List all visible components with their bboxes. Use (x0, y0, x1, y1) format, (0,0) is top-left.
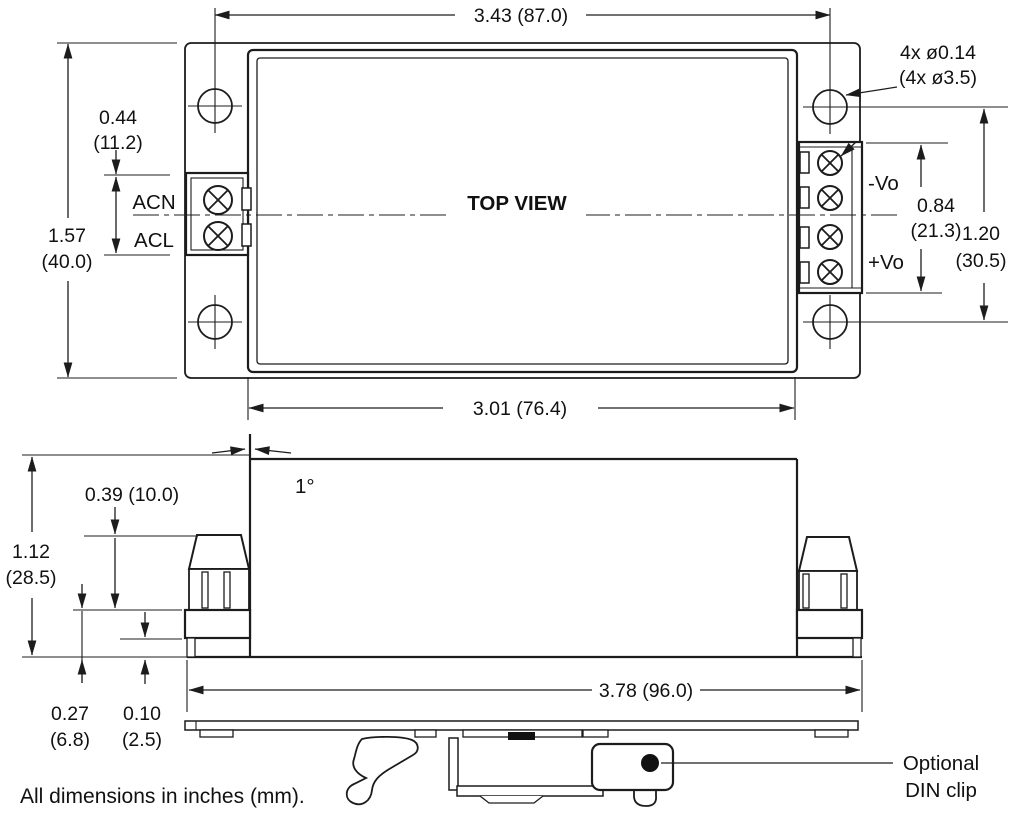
dim-body-width: 3.01 (76.4) (247, 377, 796, 420)
hole-callout: 4x ø0.14 (4x ø3.5) (840, 42, 977, 157)
mounting-hole-bottom-right (803, 295, 857, 349)
callout-text: (4x ø3.5) (899, 67, 977, 89)
dim-foot-height: 0.27 (6.8) (50, 584, 90, 751)
dim-overall-height: 1.57 (40.0) (42, 42, 177, 379)
dim-text: (28.5) (6, 567, 57, 589)
dim-overall-length: 3.78 (96.0) (186, 660, 863, 712)
din-clip-body (590, 742, 675, 792)
dim-hole-span: 3.43 (87.0) (214, 5, 831, 80)
dim-text: 1.20 (962, 223, 1000, 245)
dim-dc-block: 0.84 (21.3) (866, 142, 962, 294)
view-title: TOP VIEW (467, 192, 567, 215)
dim-text: 1.57 (48, 225, 86, 247)
top-view: TOP VIEW (42, 5, 1008, 420)
title-backing (450, 188, 586, 216)
dim-text: 0.84 (917, 195, 955, 217)
terminal-label-acl: ACL (134, 229, 174, 252)
mounting-holes (188, 79, 857, 349)
angle-text: 1° (295, 475, 315, 498)
terminal-screw-acn (203, 185, 233, 215)
dim-text: 0.39 (10.0) (85, 484, 179, 506)
dim-text: (2.5) (122, 729, 162, 751)
dim-text: (21.3) (911, 220, 962, 242)
dim-ac-block: 0.44 (11.2) (93, 107, 170, 256)
terminal-label-vpos: +Vo (868, 251, 904, 274)
dim-text: (11.2) (93, 132, 143, 154)
mounting-hole-top-left (188, 79, 242, 133)
dim-text: 3.01 (76.4) (473, 398, 567, 420)
terminal-screws-dc (817, 150, 843, 285)
side-view: 1° 0.39 (10.0) 1.12 (28.5) 0.27 (6.8) (6, 434, 979, 807)
dc-terminal-block (797, 140, 864, 295)
dim-text: (30.5) (956, 250, 1007, 272)
dim-text: (40.0) (42, 251, 93, 273)
dim-text: 0.10 (123, 703, 161, 725)
terminal-screw-acl (203, 221, 233, 251)
dc-terminal-block-side (795, 536, 864, 658)
mounting-hole-top-right (803, 80, 857, 134)
ac-terminal-block-side (183, 534, 252, 658)
dim-plate-gap: 0.10 (2.5) (120, 612, 182, 751)
terminal-label-vneg: -Vo (868, 172, 899, 195)
din-clip-label: DIN clip (905, 779, 977, 802)
draft-angle-callout: 1° (211, 446, 315, 498)
din-clip-latch-lever (345, 735, 419, 806)
din-clip: Optional DIN clip (345, 735, 979, 807)
din-clip-pivot (641, 754, 659, 772)
callout-text: 4x ø0.14 (900, 42, 976, 64)
dim-overall-height-side: 1.12 (28.5) (6, 456, 57, 656)
dim-hole-vertical-span: 1.20 (30.5) (849, 106, 1008, 323)
dim-text: 1.12 (12, 541, 50, 563)
ac-terminal-block (184, 171, 252, 257)
terminal-label-acn: ACN (132, 191, 175, 214)
dim-terminal-recess: 0.39 (10.0) (73, 484, 198, 611)
body-inner-outline (256, 57, 789, 365)
footnote: All dimensions in inches (mm). (20, 785, 305, 808)
dim-text: 0.44 (99, 107, 137, 129)
base-plate (184, 720, 859, 740)
din-clip-label: Optional (903, 752, 979, 775)
dim-text: (6.8) (50, 729, 90, 751)
dim-text: 0.27 (51, 703, 89, 725)
dim-text: 3.43 (87.0) (474, 5, 568, 27)
dim-text: 3.78 (96.0) (599, 680, 693, 702)
rail-contact (508, 732, 535, 740)
mounting-hole-bottom-left (188, 295, 242, 349)
